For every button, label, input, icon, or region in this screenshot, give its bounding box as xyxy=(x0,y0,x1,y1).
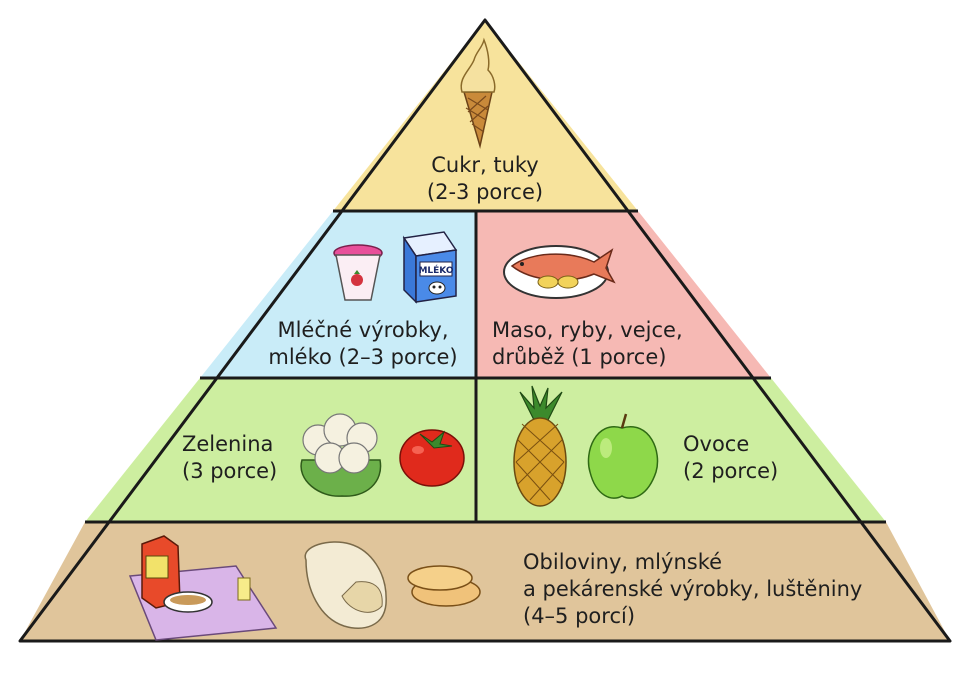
tier-dairy-line1: Mléčné výrobky, xyxy=(277,318,449,342)
tier-protein-label: Maso, ryby, vejce, drůběž (1 porce) xyxy=(492,317,683,371)
tier-dairy-line2: mléko (2–3 porce) xyxy=(268,345,458,369)
tier-protein-line1: Maso, ryby, vejce, xyxy=(492,318,683,342)
tier-vegetables xyxy=(85,378,476,522)
tier-vegetables-line1: Zelenina xyxy=(182,432,274,456)
milk-carton-icon: MLÉKO xyxy=(402,231,458,304)
tier-top-line2: (2-3 porce) xyxy=(426,180,544,204)
cereal-breakfast-icon xyxy=(128,535,278,641)
apple-icon xyxy=(587,413,659,499)
tier-grains-line2: a pekárenské výrobky, luštěniny xyxy=(523,577,863,601)
ice-cream-cone-icon xyxy=(460,37,496,149)
yogurt-cup-icon xyxy=(333,244,383,301)
tier-fruit-label: Ovoce (2 porce) xyxy=(683,431,778,485)
tier-grains-line3: (4–5 porcí) xyxy=(523,604,636,628)
tier-fruit xyxy=(476,378,886,522)
tier-top-label: Cukr, tuky (2-3 porce) xyxy=(385,152,585,206)
pancakes-icon xyxy=(407,565,481,607)
bread-loaf-icon xyxy=(304,541,387,629)
tier-dairy-label: Mléčné výrobky, mléko (2–3 porce) xyxy=(258,317,468,371)
tier-top-line1: Cukr, tuky xyxy=(431,153,539,177)
tier-grains-label: Obiloviny, mlýnské a pekárenské výrobky,… xyxy=(523,549,862,630)
tier-vegetables-label: Zelenina (3 porce) xyxy=(182,431,277,485)
milk-carton-label: MLÉKO xyxy=(418,264,453,276)
tier-fruit-line1: Ovoce xyxy=(683,432,750,456)
pineapple-icon xyxy=(513,385,567,507)
tier-grains-line1: Obiloviny, mlýnské xyxy=(523,550,723,574)
fish-plate-icon xyxy=(503,245,616,299)
pyramid-outline xyxy=(18,18,952,643)
tier-fruit-line2: (2 porce) xyxy=(683,459,779,483)
cauliflower-icon xyxy=(300,413,382,497)
tier-protein-line2: drůběž (1 porce) xyxy=(492,345,667,369)
tomato-icon xyxy=(399,429,465,487)
tier-vegetables-line2: (3 porce) xyxy=(182,459,278,483)
